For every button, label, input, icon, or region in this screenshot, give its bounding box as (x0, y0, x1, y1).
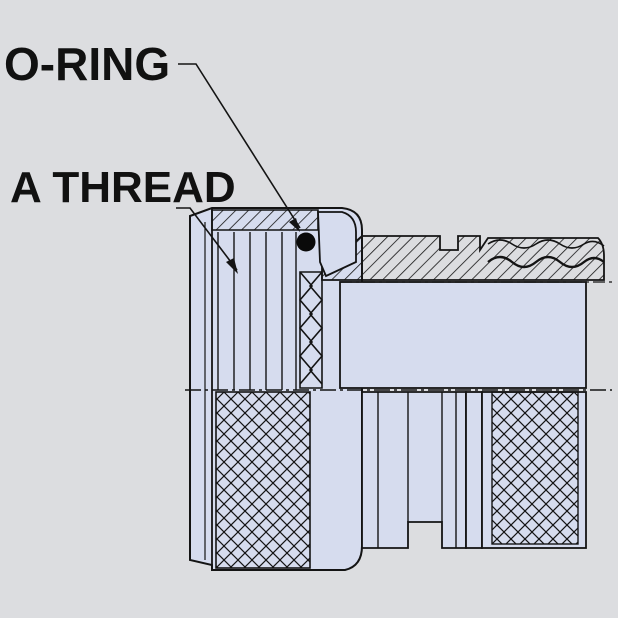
coupling-nut-knurl (215, 391, 311, 569)
sawtooth-thread (299, 271, 323, 389)
seal-ring (317, 211, 357, 278)
oring-label: O-RING (4, 38, 170, 90)
o-ring (296, 232, 316, 252)
oring-arrowhead (289, 218, 300, 232)
thread-arrowhead (226, 258, 238, 274)
coupling-nut-wall-section (211, 209, 319, 231)
receptacle-shell (321, 235, 605, 389)
thread-label: A THREAD (10, 163, 236, 212)
leader-lines (176, 63, 301, 271)
receptacle-lower-body (361, 391, 587, 549)
inner-thread-lines (217, 232, 297, 390)
